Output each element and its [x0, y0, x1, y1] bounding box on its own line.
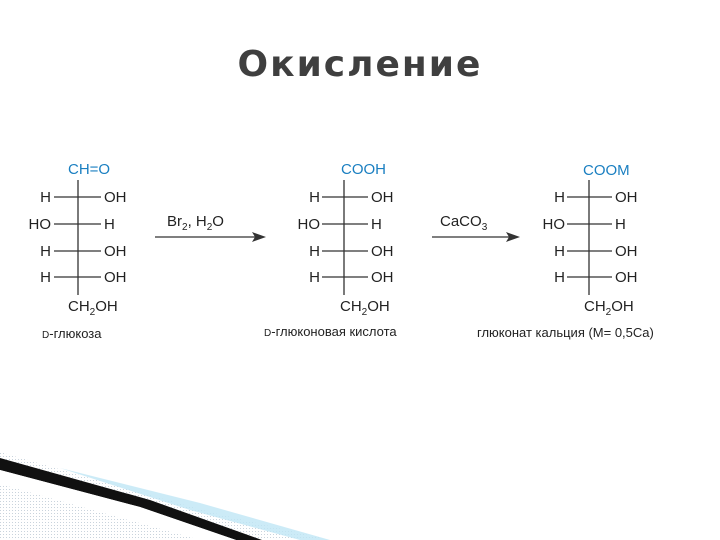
calcium-gluconate-right-substituent: OH [615, 243, 638, 260]
glucose-right-substituent: H [104, 216, 115, 233]
calcium-gluconate-left-substituent: H [554, 189, 565, 206]
gluconic-acid-right-substituent: OH [371, 243, 394, 260]
gluconic-acid-left-substituent: HO [298, 216, 321, 233]
glucose-caption: D-глюкоза [42, 326, 102, 341]
calcium-gluconate-right-substituent: OH [615, 189, 638, 206]
gluconic-acid-right-substituent: OH [371, 269, 394, 286]
gluconic-acid-right-substituent: OH [371, 189, 394, 206]
glucose-left-substituent: H [40, 269, 51, 286]
gluconic-acid-right-substituent: H [371, 216, 382, 233]
calcium-gluconate-left-substituent: HO [543, 216, 566, 233]
swoosh-white-band [0, 470, 236, 540]
reaction-arrow-2: CaCO3 [432, 213, 520, 242]
glucose-structure: CH=O H OH HO H H OH H OH CH2OH D-глюкоза [29, 161, 127, 341]
glucose-left-substituent: H [40, 243, 51, 260]
glucose-top-group: CH=O [68, 161, 110, 178]
calcium-gluconate-caption: глюконат кальция (M= 0,5Ca) [477, 325, 654, 340]
calcium-gluconate-structure: COOM H OH HO H H OH H OH CH2OH глюконат … [477, 162, 654, 340]
gluconic-acid-structure: COOH H OH HO H H OH H OH CH2OH D-глюконо… [264, 161, 397, 339]
swoosh-hatched-band [0, 452, 330, 540]
calcium-gluconate-left-substituent: H [554, 243, 565, 260]
calcium-gluconate-top-group: COOM [583, 162, 630, 179]
gluconic-acid-top-group: COOH [341, 161, 386, 178]
gluconic-acid-left-substituent: H [309, 243, 320, 260]
glucose-left-substituent: HO [29, 216, 52, 233]
gluconic-acid-left-substituent: H [309, 269, 320, 286]
gluconic-acid-left-substituent: H [309, 189, 320, 206]
calcium-gluconate-right-substituent: H [615, 216, 626, 233]
glucose-bottom-group: CH2OH [68, 298, 118, 318]
arrow-2-head [506, 232, 520, 242]
gluconic-acid-caption: D-глюконовая кислота [264, 324, 397, 339]
glucose-right-substituent: OH [104, 243, 127, 260]
calcium-gluconate-bottom-group: CH2OH [584, 298, 634, 318]
step2-reagent: CaCO3 [440, 213, 488, 233]
glucose-left-substituent: H [40, 189, 51, 206]
glucose-right-substituent: OH [104, 269, 127, 286]
calcium-gluconate-left-substituent: H [554, 269, 565, 286]
swoosh-blue-band [60, 468, 330, 540]
calcium-gluconate-right-substituent: OH [615, 269, 638, 286]
slide-title: Окисление [237, 44, 483, 85]
arrow-1-head [252, 232, 266, 242]
swoosh-black-band [0, 458, 262, 540]
glucose-right-substituent: OH [104, 189, 127, 206]
gluconic-acid-bottom-group: CH2OH [340, 298, 390, 318]
